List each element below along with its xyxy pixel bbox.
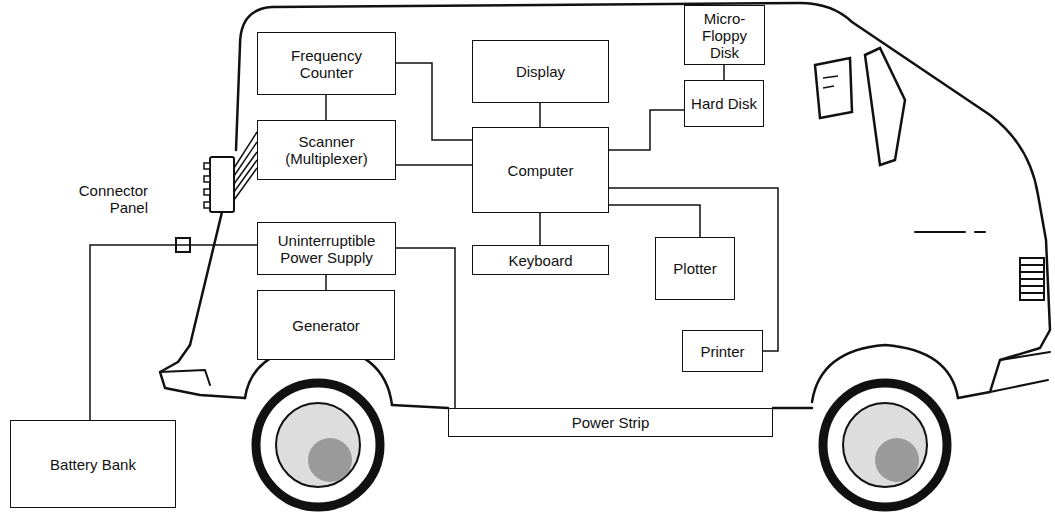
wire [90, 245, 257, 420]
wire [396, 248, 455, 408]
wire [723, 65, 725, 80]
disk-box: Hard Disk [684, 80, 764, 127]
box-label: Power Strip [572, 414, 650, 431]
counter-box: Frequency Counter [257, 32, 396, 95]
scanner-box: Scanner (Multiplexer) [257, 120, 396, 180]
wire [609, 110, 684, 150]
wire [609, 205, 700, 237]
wire [396, 63, 472, 140]
display-box: Display [472, 40, 609, 103]
box-label: Scanner (Multiplexer) [268, 133, 385, 167]
wire [609, 188, 778, 351]
wire [396, 164, 472, 166]
box-label: Frequency Counter [272, 47, 381, 81]
computer-box: Computer [472, 127, 609, 213]
box-label: Computer [508, 162, 574, 179]
part-label: Connector Panel [60, 182, 148, 216]
box-label: Display [516, 63, 565, 80]
generator-box: Generator [257, 290, 395, 360]
floppy-box: Micro-Floppy Disk [684, 5, 765, 65]
box-label: Hard Disk [691, 95, 757, 112]
battery-box: Battery Bank [10, 420, 176, 508]
ups-box: Uninterruptible Power Supply [257, 222, 396, 275]
wire [325, 95, 327, 120]
plotter-box: Plotter [655, 237, 735, 300]
box-label: Micro-Floppy Disk [689, 10, 760, 61]
box-label: Battery Bank [50, 456, 136, 473]
wire [539, 213, 541, 245]
box-label: Keyboard [508, 252, 572, 269]
box-label: Plotter [673, 260, 716, 277]
box-label: Uninterruptible Power Supply [264, 232, 389, 266]
wire [325, 275, 327, 290]
wire [539, 103, 541, 127]
box-label: Generator [292, 317, 360, 334]
keyboard-box: Keyboard [472, 245, 609, 275]
printer-box: Printer [682, 330, 763, 372]
power-strip: Power Strip [448, 408, 773, 437]
box-label: Printer [700, 343, 744, 360]
